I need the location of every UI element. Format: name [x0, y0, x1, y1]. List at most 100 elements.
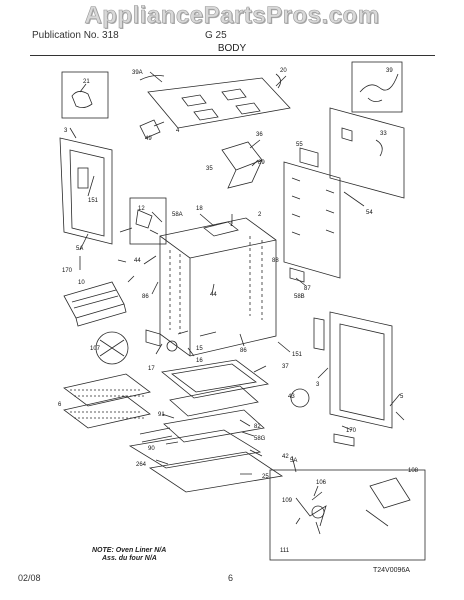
callout-labels: 21 39A 20 39 3 4 49 36 55 33 35 89 151 1…	[58, 68, 419, 554]
callout-label: 55	[296, 142, 303, 148]
wire-harness-part	[359, 73, 399, 102]
callout-label: 170	[62, 268, 73, 274]
callout-label: 264	[136, 462, 147, 468]
burner-openings	[181, 88, 261, 121]
oven-bottom-inner	[171, 363, 257, 393]
callout-label: 3	[64, 128, 68, 134]
drawer-frame	[163, 409, 265, 443]
oven-cavity	[159, 217, 277, 357]
callout-label: 49	[145, 136, 152, 142]
callout-label: 44	[134, 258, 141, 264]
callout-label: 10	[78, 280, 85, 286]
callout-label: 109	[282, 498, 293, 504]
inset-box-39	[351, 61, 403, 113]
part-87	[289, 267, 305, 283]
callout-label: 18	[196, 206, 203, 212]
burner-bracket	[139, 73, 281, 89]
inset-box-12	[129, 197, 167, 245]
callout-label: 42	[282, 454, 289, 460]
callout-label: 86	[142, 294, 149, 300]
callout-label: 36	[256, 132, 263, 138]
oven-liner-note: NOTE: Oven Liner N/A Ass. du four N/A	[92, 547, 166, 563]
callout-label: 86	[240, 348, 247, 354]
flue-channel	[221, 141, 263, 189]
right-side-panel	[329, 311, 393, 429]
leader-lines	[69, 71, 401, 535]
callout-label: 43	[288, 394, 295, 400]
oven-rack-upper	[63, 373, 151, 407]
small-parts-cluster	[145, 329, 217, 347]
callout-label: 90	[148, 446, 155, 452]
callout-label: 91	[158, 412, 165, 418]
oven-cavity-edges	[159, 235, 277, 356]
footer-date: 02/08	[18, 573, 41, 583]
bottom-tray	[169, 385, 259, 417]
part-55	[299, 147, 319, 168]
callout-label: 20	[280, 68, 287, 74]
callout-label: 25	[262, 474, 269, 480]
knob-part	[71, 91, 93, 108]
callout-label: 108	[408, 468, 419, 474]
callout-label: 3	[316, 382, 320, 388]
convection-motor	[365, 477, 411, 527]
fan-blades	[99, 339, 125, 357]
callout-label: 5A	[290, 458, 297, 464]
left-side-panel	[59, 137, 113, 245]
callout-label: 58B	[294, 294, 305, 300]
callout-label: 21	[83, 79, 90, 85]
header-rule	[30, 55, 435, 56]
callout-label: 33	[380, 131, 387, 137]
section-title: BODY	[217, 43, 247, 54]
callout-label: 39	[386, 68, 393, 74]
callout-label: 12	[138, 206, 145, 212]
callout-label: 82	[254, 424, 261, 430]
oven-rack-upper-wires	[70, 389, 144, 397]
drawer-bottom	[128, 429, 262, 469]
part-49	[139, 119, 161, 139]
callout-label: 5A	[76, 246, 83, 252]
callout-label: 54	[366, 210, 373, 216]
footer-page-number: 6	[228, 573, 234, 583]
oven-bottom-panel	[161, 359, 269, 399]
callout-label: 151	[292, 352, 303, 358]
base-plate	[148, 451, 284, 493]
callout-label: 151	[88, 198, 99, 204]
rear-cover-detail	[341, 127, 383, 157]
screws-left	[117, 227, 135, 283]
note-line-1: NOTE: Oven Liner N/A	[92, 547, 167, 554]
part-16	[166, 340, 178, 352]
inset-box-108	[269, 469, 426, 561]
side-panel-slot	[77, 167, 89, 189]
callout-label: 170	[346, 428, 357, 434]
part-43	[290, 388, 310, 408]
oven-rack-lower	[63, 395, 151, 429]
back-panel-holes	[291, 177, 335, 236]
figure-id: T24V0096A	[373, 567, 410, 574]
watermark: AppliancePartsPros.com	[84, 2, 380, 30]
callout-label: 16	[196, 358, 203, 364]
callout-label: 88	[272, 258, 279, 264]
broiler-pan-grid	[71, 289, 119, 309]
model-number: G 25	[205, 30, 227, 41]
inset-box-21	[61, 71, 109, 119]
callout-label: 87	[304, 286, 311, 292]
callout-label: 37	[282, 364, 289, 370]
callout-label: 39A	[132, 70, 143, 76]
right-side-panel-inner	[339, 323, 385, 421]
callout-label: 89	[258, 160, 265, 166]
callout-label: 6	[58, 402, 62, 408]
callout-label: 35	[206, 166, 213, 172]
bracket-12-part	[135, 209, 159, 235]
oven-vent-2	[203, 221, 239, 237]
callout-label: 44	[210, 292, 217, 298]
callout-label: 2	[258, 212, 262, 218]
part-151-right	[313, 317, 325, 351]
oven-rack-lower-wires	[70, 411, 144, 419]
callout-label: 58G	[254, 436, 266, 442]
callout-label: 58A	[172, 212, 183, 218]
callout-label: 107	[90, 346, 101, 352]
callout-label: 111	[280, 548, 290, 554]
rear-cover	[329, 107, 405, 199]
drawer-rail	[139, 427, 173, 443]
